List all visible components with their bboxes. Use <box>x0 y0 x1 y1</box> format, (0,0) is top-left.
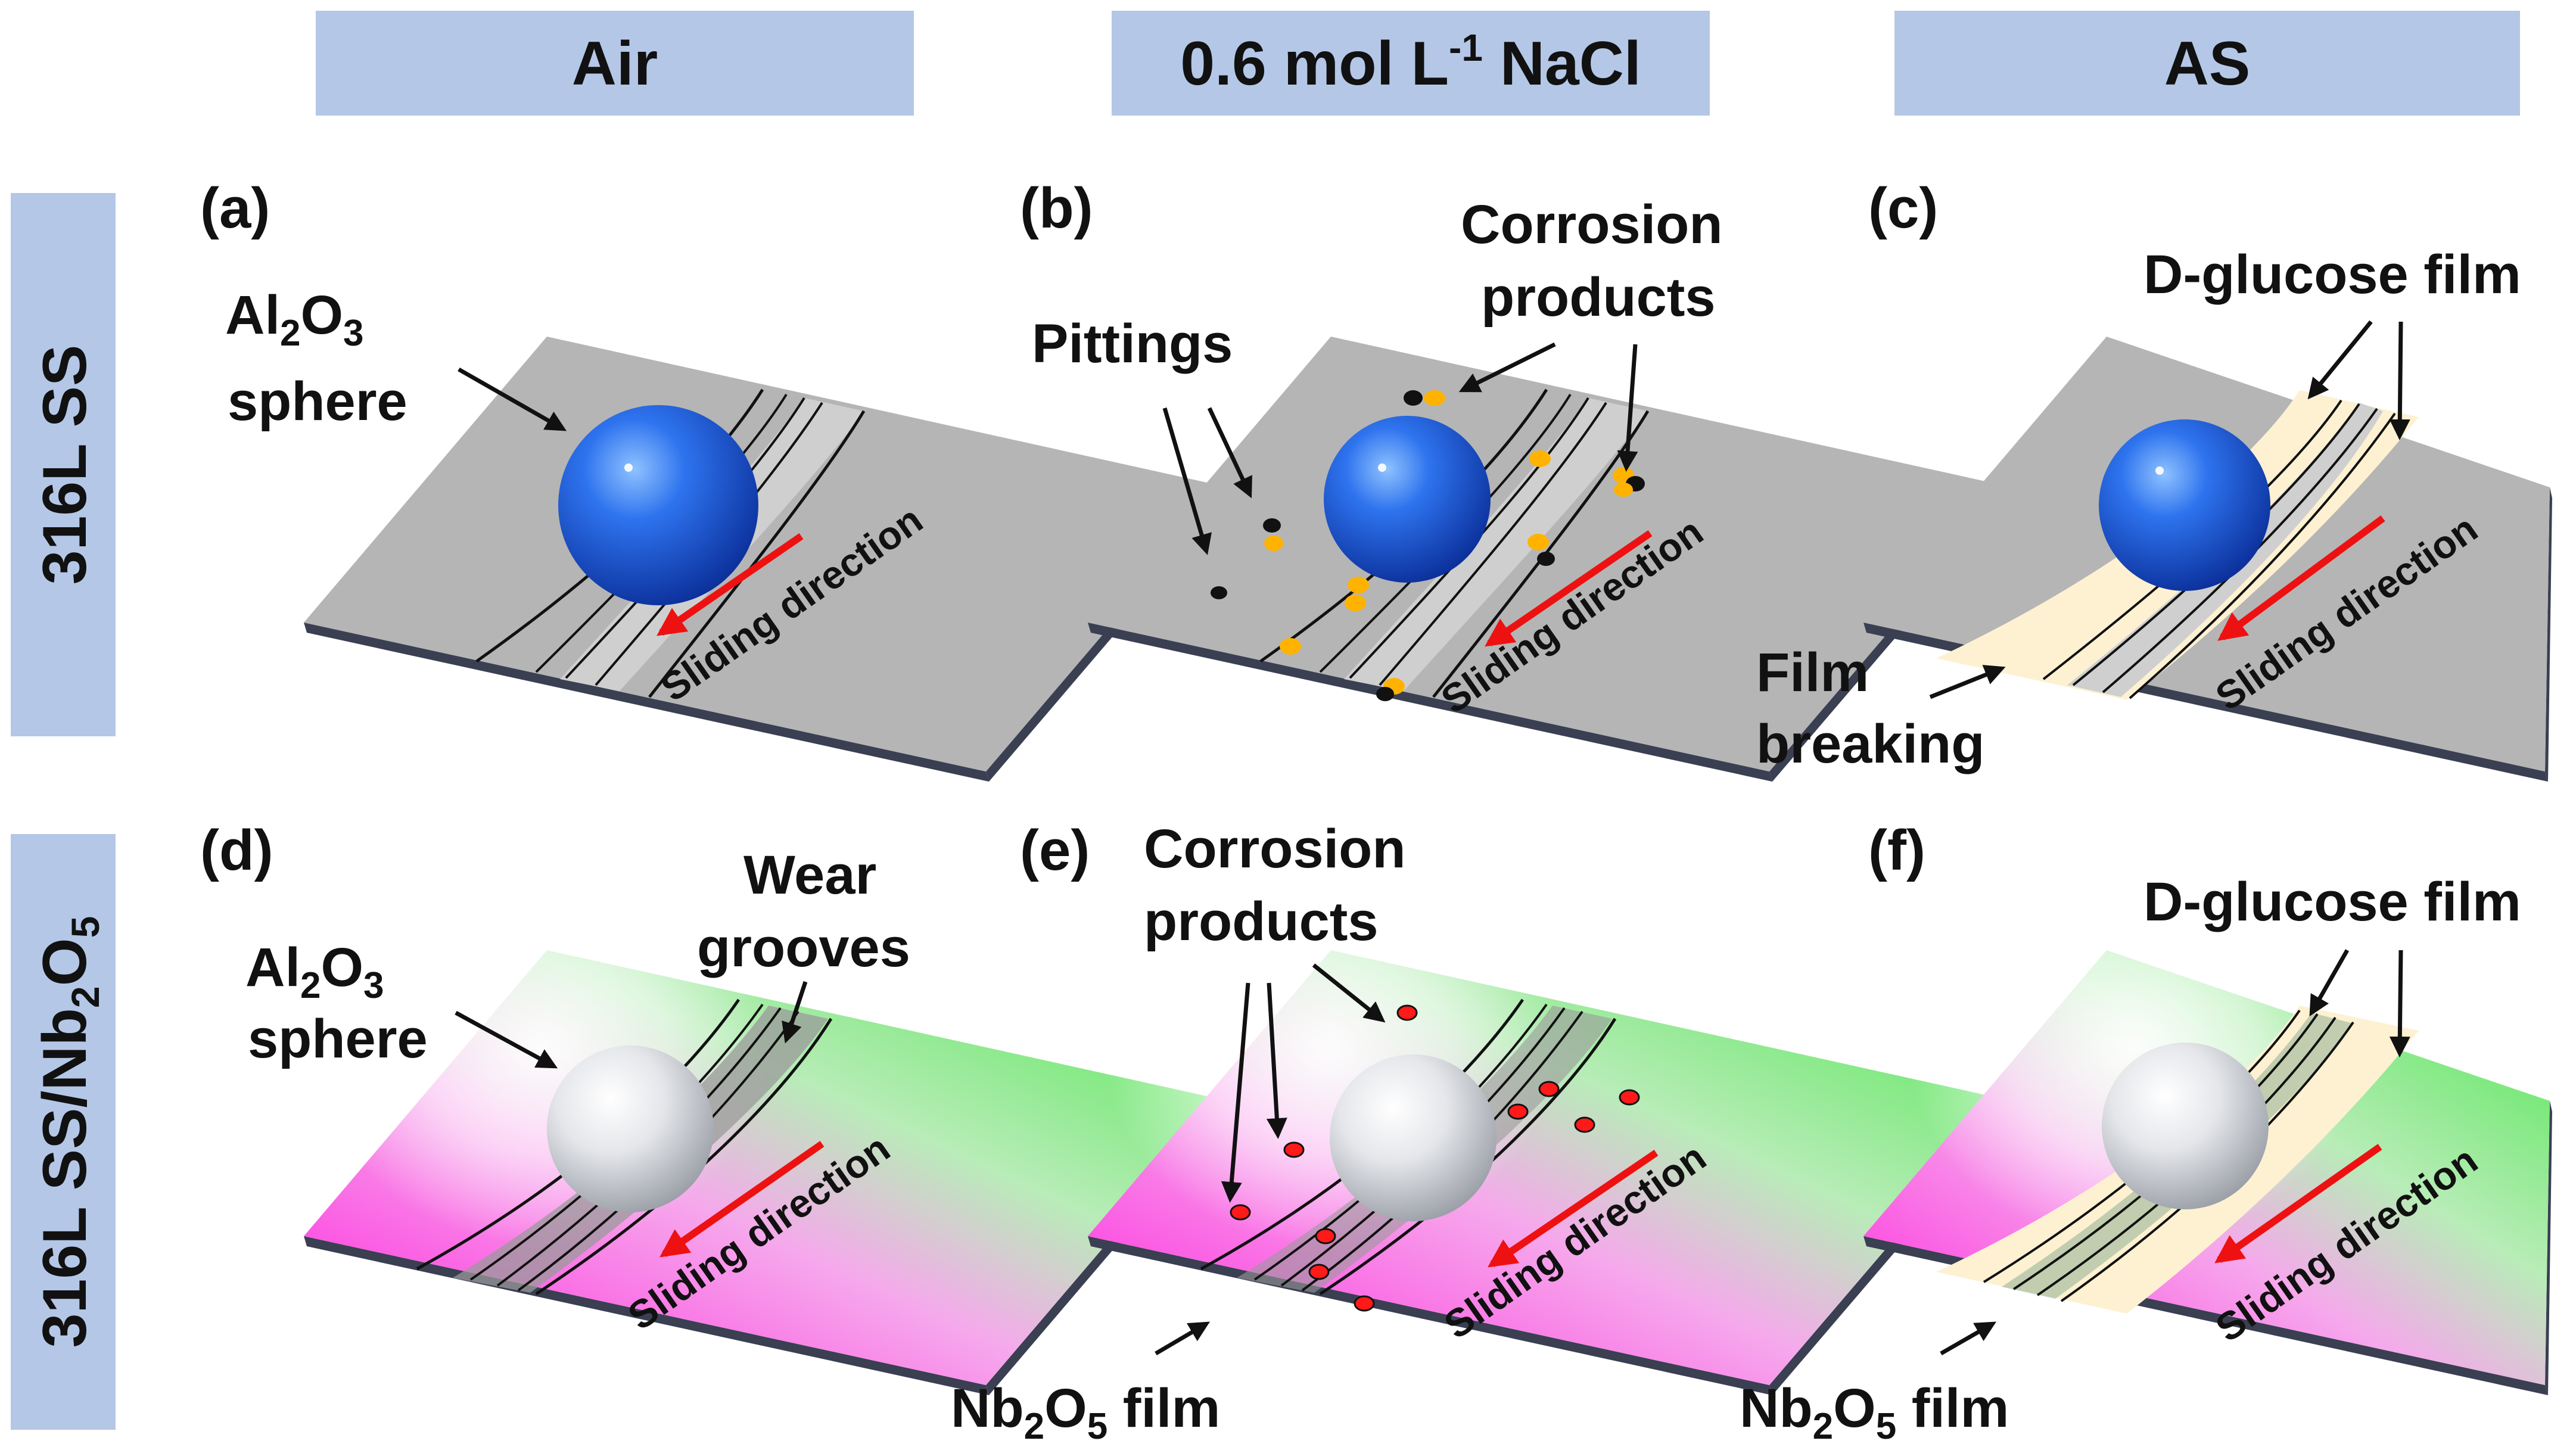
sphere-label-a-mid: O <box>300 285 343 346</box>
nacl-label-main: 0.6 mol L <box>1180 29 1449 98</box>
pointer-arrow-film-f-2 <box>2389 950 2410 1057</box>
nb2o5-film-label-e: Nb2O5 film <box>951 1378 1220 1447</box>
film-breaking-label-line2: breaking <box>1756 714 1984 774</box>
pittings-label: Pittings <box>1032 313 1233 374</box>
row-header-316l: 316L SS <box>11 193 116 736</box>
pointer-arrow-corrosion-e-3 <box>1312 963 1386 1023</box>
column-label-air: Air <box>572 29 658 98</box>
al2o3-sphere-d <box>547 1046 714 1212</box>
row2-label-sub2: 5 <box>63 916 107 938</box>
panel-label-d: (d) <box>200 819 273 882</box>
panel-b: (b) <box>1020 176 2015 782</box>
nb-film-f-pre: Nb <box>1740 1378 1813 1439</box>
column-header-as: AS <box>1894 11 2520 116</box>
sliding-arrow-a <box>657 533 804 636</box>
pointer-arrow-wear <box>782 981 808 1044</box>
sphere-label-d-sub1: 2 <box>300 965 321 1006</box>
sphere-label-d-pre: Al <box>245 937 300 998</box>
panel-label-b: (b) <box>1020 176 1093 240</box>
sliding-arrow-e <box>1488 1150 1659 1268</box>
row2-label-main: 316L SS/Nb <box>30 1008 99 1348</box>
al2o3-sphere-c <box>2099 419 2270 591</box>
corrosion-label-b-line1: Corrosion <box>1461 194 1723 255</box>
glucose-film-label-f: D-glucose film <box>2143 872 2521 932</box>
pointer-arrow-nb-film-e <box>1155 1321 1211 1356</box>
corrosion-label-b-line2: products <box>1481 267 1716 328</box>
pointer-arrow-pittings-2 <box>1207 407 1252 499</box>
pointer-arrow-nb-film-f <box>1940 1321 1997 1356</box>
nb-film-f-mid: O <box>1833 1378 1876 1439</box>
sliding-arrow-d <box>659 1141 825 1258</box>
panel-label-a: (a) <box>200 176 270 240</box>
row-label-316l: 316L SS <box>30 345 99 585</box>
sphere-label-d: Al2O3 <box>245 937 384 1006</box>
sphere-label-a-line2: sphere <box>228 371 407 432</box>
nb-film-e-pre: Nb <box>951 1378 1024 1439</box>
sphere-label-a: Al2O3 <box>225 285 364 354</box>
sphere-label-d-mid: O <box>321 937 363 998</box>
nb-film-f-sub2: 5 <box>1876 1406 1896 1447</box>
sphere-label-d-line2: sphere <box>248 1009 428 1069</box>
nb-film-e-mid: O <box>1044 1378 1087 1439</box>
wear-grooves-label-line1: Wear <box>743 845 876 906</box>
sliding-arrow-f <box>2214 1144 2382 1264</box>
panel-label-c: (c) <box>1868 176 1938 240</box>
row2-label-sub1: 2 <box>63 986 107 1008</box>
row-header-316l-nb2o5: 316L SS/Nb2O5 <box>11 834 116 1430</box>
al2o3-sphere-b <box>1324 416 1491 583</box>
nb-film-f-sub1: 2 <box>1813 1406 1833 1447</box>
pointer-arrow-corrosion-b-1 <box>1458 342 1556 393</box>
corrosion-label-e-line1: Corrosion <box>1144 819 1406 879</box>
al2o3-sphere-a <box>558 405 758 605</box>
panel-label-e: (e) <box>1020 819 1090 882</box>
row2-label-mid: O <box>30 938 99 986</box>
panel-e: (e) Sliding dire <box>951 819 2015 1447</box>
corrosion-particles-b <box>1211 390 1645 701</box>
nb-film-f-tail: film <box>1896 1378 2009 1439</box>
pointer-arrow-film-f-1 <box>2309 949 2350 1017</box>
sphere-label-a-sub2: 3 <box>343 313 363 354</box>
pointer-arrow-pittings-1 <box>1162 407 1212 555</box>
panel-f: (f) Sliding direction D-glucose film Nb2… <box>1740 819 2552 1447</box>
panel-a: (a) Sliding direction Al2O3 sphere <box>200 176 1231 782</box>
al2o3-sphere-f <box>2102 1043 2269 1209</box>
nb2o5-film-label-f: Nb2O5 film <box>1740 1378 2009 1447</box>
pointer-arrow-corrosion-e-1 <box>1221 982 1250 1203</box>
nacl-label-sup: -1 <box>1449 26 1483 69</box>
pointer-arrow-breaking <box>1929 665 2006 699</box>
wear-grooves-label-line2: grooves <box>697 917 910 978</box>
film-breaking-label-line1: Film <box>1756 642 1869 703</box>
sphere-label-d-sub2: 3 <box>363 965 384 1006</box>
nb-film-e-tail: film <box>1107 1378 1220 1439</box>
column-header-air: Air <box>316 11 914 116</box>
nb-film-e-sub1: 2 <box>1024 1406 1044 1447</box>
pointer-arrow-corrosion-b-2 <box>1617 344 1638 472</box>
panel-c: (c) Sliding direction D-glucose film Fil… <box>1756 176 2552 782</box>
corrosion-particles-e <box>1230 1004 1640 1312</box>
column-header-nacl: 0.6 mol L-1 NaCl <box>1112 11 1710 116</box>
pointer-arrow-corrosion-e-2 <box>1266 982 1287 1139</box>
panel-label-f: (f) <box>1868 819 1925 882</box>
column-label-as: AS <box>2164 29 2250 98</box>
sliding-arrow-c <box>2217 515 2385 641</box>
al2o3-sphere-e <box>1330 1054 1497 1221</box>
glucose-film-label-c: D-glucose film <box>2143 244 2521 305</box>
row-label-316l-nb2o5: 316L SS/Nb2O5 <box>30 916 107 1348</box>
nb-film-e-sub2: 5 <box>1087 1406 1107 1447</box>
sphere-label-a-sub1: 2 <box>280 313 300 354</box>
nacl-label-tail: NaCl <box>1483 29 1641 98</box>
sliding-arrow-b <box>1485 530 1653 647</box>
column-label-nacl: 0.6 mol L-1 NaCl <box>1180 26 1641 98</box>
pointer-arrow-film-c-1 <box>2307 320 2373 400</box>
pointer-arrow-sphere-a <box>458 367 567 431</box>
sphere-label-a-pre: Al <box>225 285 280 346</box>
panel-d: (d) Sliding direction Al2O3 sphere Wear … <box>200 819 1231 1395</box>
pointer-arrow-film-c-2 <box>2389 321 2410 440</box>
corrosion-label-e-line2: products <box>1144 891 1379 952</box>
pointer-arrow-sphere-d <box>455 1010 558 1069</box>
